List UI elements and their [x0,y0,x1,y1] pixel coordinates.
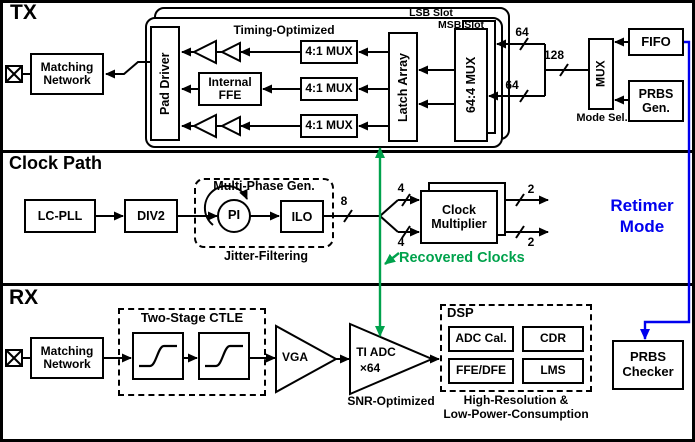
mux-64to4-box: 64:4 MUX [454,28,488,142]
retimer-mode-label: Retimer Mode [610,196,674,237]
div2-box: DIV2 [124,199,178,233]
tx-clock-divider [0,150,695,153]
mode-sel-label: Mode Sel. [576,112,628,124]
pi-label: PI [227,207,241,222]
adc-cal-box: ADC Cal. [448,326,514,352]
bus-2-top-label: 2 [527,182,535,196]
bus-2-bot-label: 2 [527,235,535,249]
latch-array-box: Latch Array [388,32,418,142]
times-64-label: ×64 [359,361,381,375]
bus-64-top-label: 64 [515,25,529,39]
prbs-checker-box: PRBS Checker [612,340,684,390]
two-stage-ctle-label: Two-Stage CTLE [140,310,244,325]
ctle-stage1-box [132,332,184,380]
bus-4-top-label: 4 [397,181,405,195]
ti-adc-label: TI ADC [356,345,396,359]
rx-section-label: RX [9,286,39,309]
internal-ffe-box: Internal FFE [198,72,262,106]
fifo-box: FIFO [628,28,684,56]
mux-4to1-bot-box: 4:1 MUX [300,114,358,138]
recovered-clocks-label: Recovered Clocks [399,250,525,266]
clock-rx-divider [0,283,695,286]
clock-section-label: Clock Path [9,153,103,173]
jitter-filtering-label: Jitter-Filtering [223,249,309,263]
pad-driver-box: Pad Driver [150,26,180,141]
dsp-label: DSP [447,305,474,320]
lms-box: LMS [522,358,584,384]
msb-slot-label: MSB Slot [437,19,485,31]
ffe-dfe-box: FFE/DFE [448,358,514,384]
ctle-stage2-box [198,332,250,380]
multi-phase-gen-label: Multi-Phase Gen. [213,179,315,193]
tx-matching-network-box: Matching Network [30,53,104,95]
mux-4to1-mid-box: 4:1 MUX [300,77,358,101]
lc-pll-box: LC-PLL [24,199,96,233]
rx-port-icon [5,349,23,367]
cdr-box: CDR [522,326,584,352]
dsp-note-line2: Low-Power-Consumption [443,407,589,421]
clock-multiplier-box: Clock Multiplier [420,190,498,244]
rx-matching-network-box: Matching Network [30,337,104,379]
vga-label: VGA [281,350,308,364]
bus-4-bot-label: 4 [397,235,405,249]
lsb-slot-label: LSB Slot [409,7,453,19]
mux-4to1-top-box: 4:1 MUX [300,40,358,64]
bus-64-bot-label: 64 [505,78,519,92]
dsp-note-line1: High-Resolution & [463,393,569,407]
snr-optimized-label: SNR-Optimized [347,394,435,408]
bus-8-label: 8 [340,194,348,208]
bus-128-label: 128 [543,48,565,62]
ilo-box: ILO [280,200,324,233]
mode-mux-box: MUX [588,38,614,110]
tx-port-icon [5,65,23,83]
tx-section-label: TX [10,1,37,24]
timing-optimized-label: Timing-Optimized [233,23,335,37]
